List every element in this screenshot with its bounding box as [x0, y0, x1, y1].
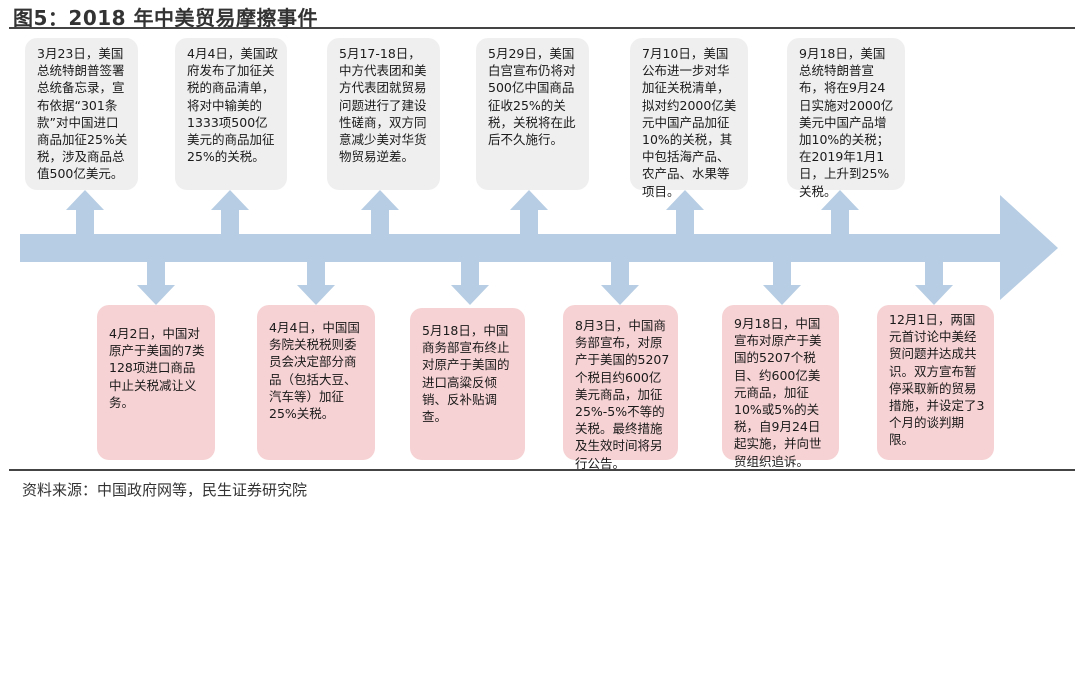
us-event-box-5: 7月10日，美国公布进一步对华加征关税清单，拟对约2000亿美元中国产品加征10… [630, 38, 748, 199]
down-arrow-1 [137, 252, 175, 305]
cn-event-text: 4月4日，中国国务院关税税则委员会决定部分商品（包括大豆、汽车等）加征25%关税… [269, 320, 360, 422]
us-event-box-4: 5月29日，美国白宫宣布仍将对500亿中国商品征收25%的关税，关税将在此后不久… [476, 38, 589, 190]
up-arrow-4 [510, 190, 548, 244]
cn-event-box-6: 12月1日，两国元首讨论中美经贸问题并达成共识。双方宣布暂停采取新的贸易措施，并… [877, 305, 994, 460]
cn-event-text: 5月18日，中国商务部宣布终止对原产于美国的进口高粱反倾销、反补贴调查。 [422, 323, 510, 425]
cn-event-text: 4月2日，中国对原产于美国的7类128项进口商品中止关税减让义务。 [109, 326, 205, 410]
up-arrow-1 [66, 190, 104, 244]
cn-event-box-5: 9月18日，中国宣布对原产于美国的5207个税目、约600亿美元商品，加征10%… [722, 305, 839, 469]
us-event-text: 4月4日，美国政府发布了加征关税的商品清单，将对中输美的1333项500亿美元的… [187, 46, 278, 165]
us-event-text: 5月17-18日，中方代表团和美方代表团就贸易问题进行了建设性磋商，双方同意减少… [339, 46, 427, 165]
down-arrow-2 [297, 252, 335, 305]
cn-event-box-1: 4月2日，中国对原产于美国的7类128项进口商品中止关税减让义务。 [97, 305, 215, 460]
cn-event-box-2: 4月4日，中国国务院关税税则委员会决定部分商品（包括大豆、汽车等）加征25%关税… [257, 305, 375, 460]
us-event-text: 7月10日，美国公布进一步对华加征关税清单，拟对约2000亿美元中国产品加征10… [642, 46, 737, 199]
us-event-text: 3月23日，美国总统特朗普签署总统备忘录，宣布依据“301条款”对中国进口商品加… [37, 46, 128, 182]
source-note: 资料来源：中国政府网等，民生证券研究院 [22, 481, 308, 499]
us-event-text: 5月29日，美国白宫宣布仍将对500亿中国商品征收25%的关税，关税将在此后不久… [488, 46, 576, 148]
us-event-text: 9月18日，美国总统特朗普宣布，将在9月24日实施对2000亿美元中国产品增加1… [799, 46, 894, 199]
us-event-box-6: 9月18日，美国总统特朗普宣布，将在9月24日实施对2000亿美元中国产品增加1… [787, 38, 905, 199]
us-event-box-2: 4月4日，美国政府发布了加征关税的商品清单，将对中输美的1333项500亿美元的… [175, 38, 287, 190]
cn-event-box-4: 8月3日，中国商务部宣布，对原产于美国的5207个税目约600亿美元商品，加征2… [563, 305, 678, 471]
cn-event-text: 12月1日，两国元首讨论中美经贸问题并达成共识。双方宣布暂停采取新的贸易措施，并… [889, 312, 985, 448]
timeline-main-arrow [20, 195, 1058, 300]
footer-rule [9, 469, 1075, 471]
cn-event-text: 8月3日，中国商务部宣布，对原产于美国的5207个税目约600亿美元商品，加征2… [575, 318, 670, 471]
up-arrow-3 [361, 190, 399, 244]
title-rule [9, 27, 1075, 29]
us-event-box-3: 5月17-18日，中方代表团和美方代表团就贸易问题进行了建设性磋商，双方同意减少… [327, 38, 440, 190]
us-event-box-1: 3月23日，美国总统特朗普签署总统备忘录，宣布依据“301条款”对中国进口商品加… [25, 38, 138, 190]
cn-event-text: 9月18日，中国宣布对原产于美国的5207个税目、约600亿美元商品，加征10%… [734, 316, 822, 469]
down-arrow-6 [915, 252, 953, 305]
timeline-graphic [20, 190, 1058, 305]
up-arrow-6 [821, 190, 859, 244]
down-arrow-4 [601, 252, 639, 305]
figure-title: 图5：2018 年中美贸易摩擦事件 [13, 6, 319, 30]
up-arrow-5 [666, 190, 704, 244]
down-arrow-3 [451, 252, 489, 305]
down-arrow-5 [763, 252, 801, 305]
cn-event-box-3: 5月18日，中国商务部宣布终止对原产于美国的进口高粱反倾销、反补贴调查。 [410, 308, 525, 460]
up-arrow-2 [211, 190, 249, 244]
